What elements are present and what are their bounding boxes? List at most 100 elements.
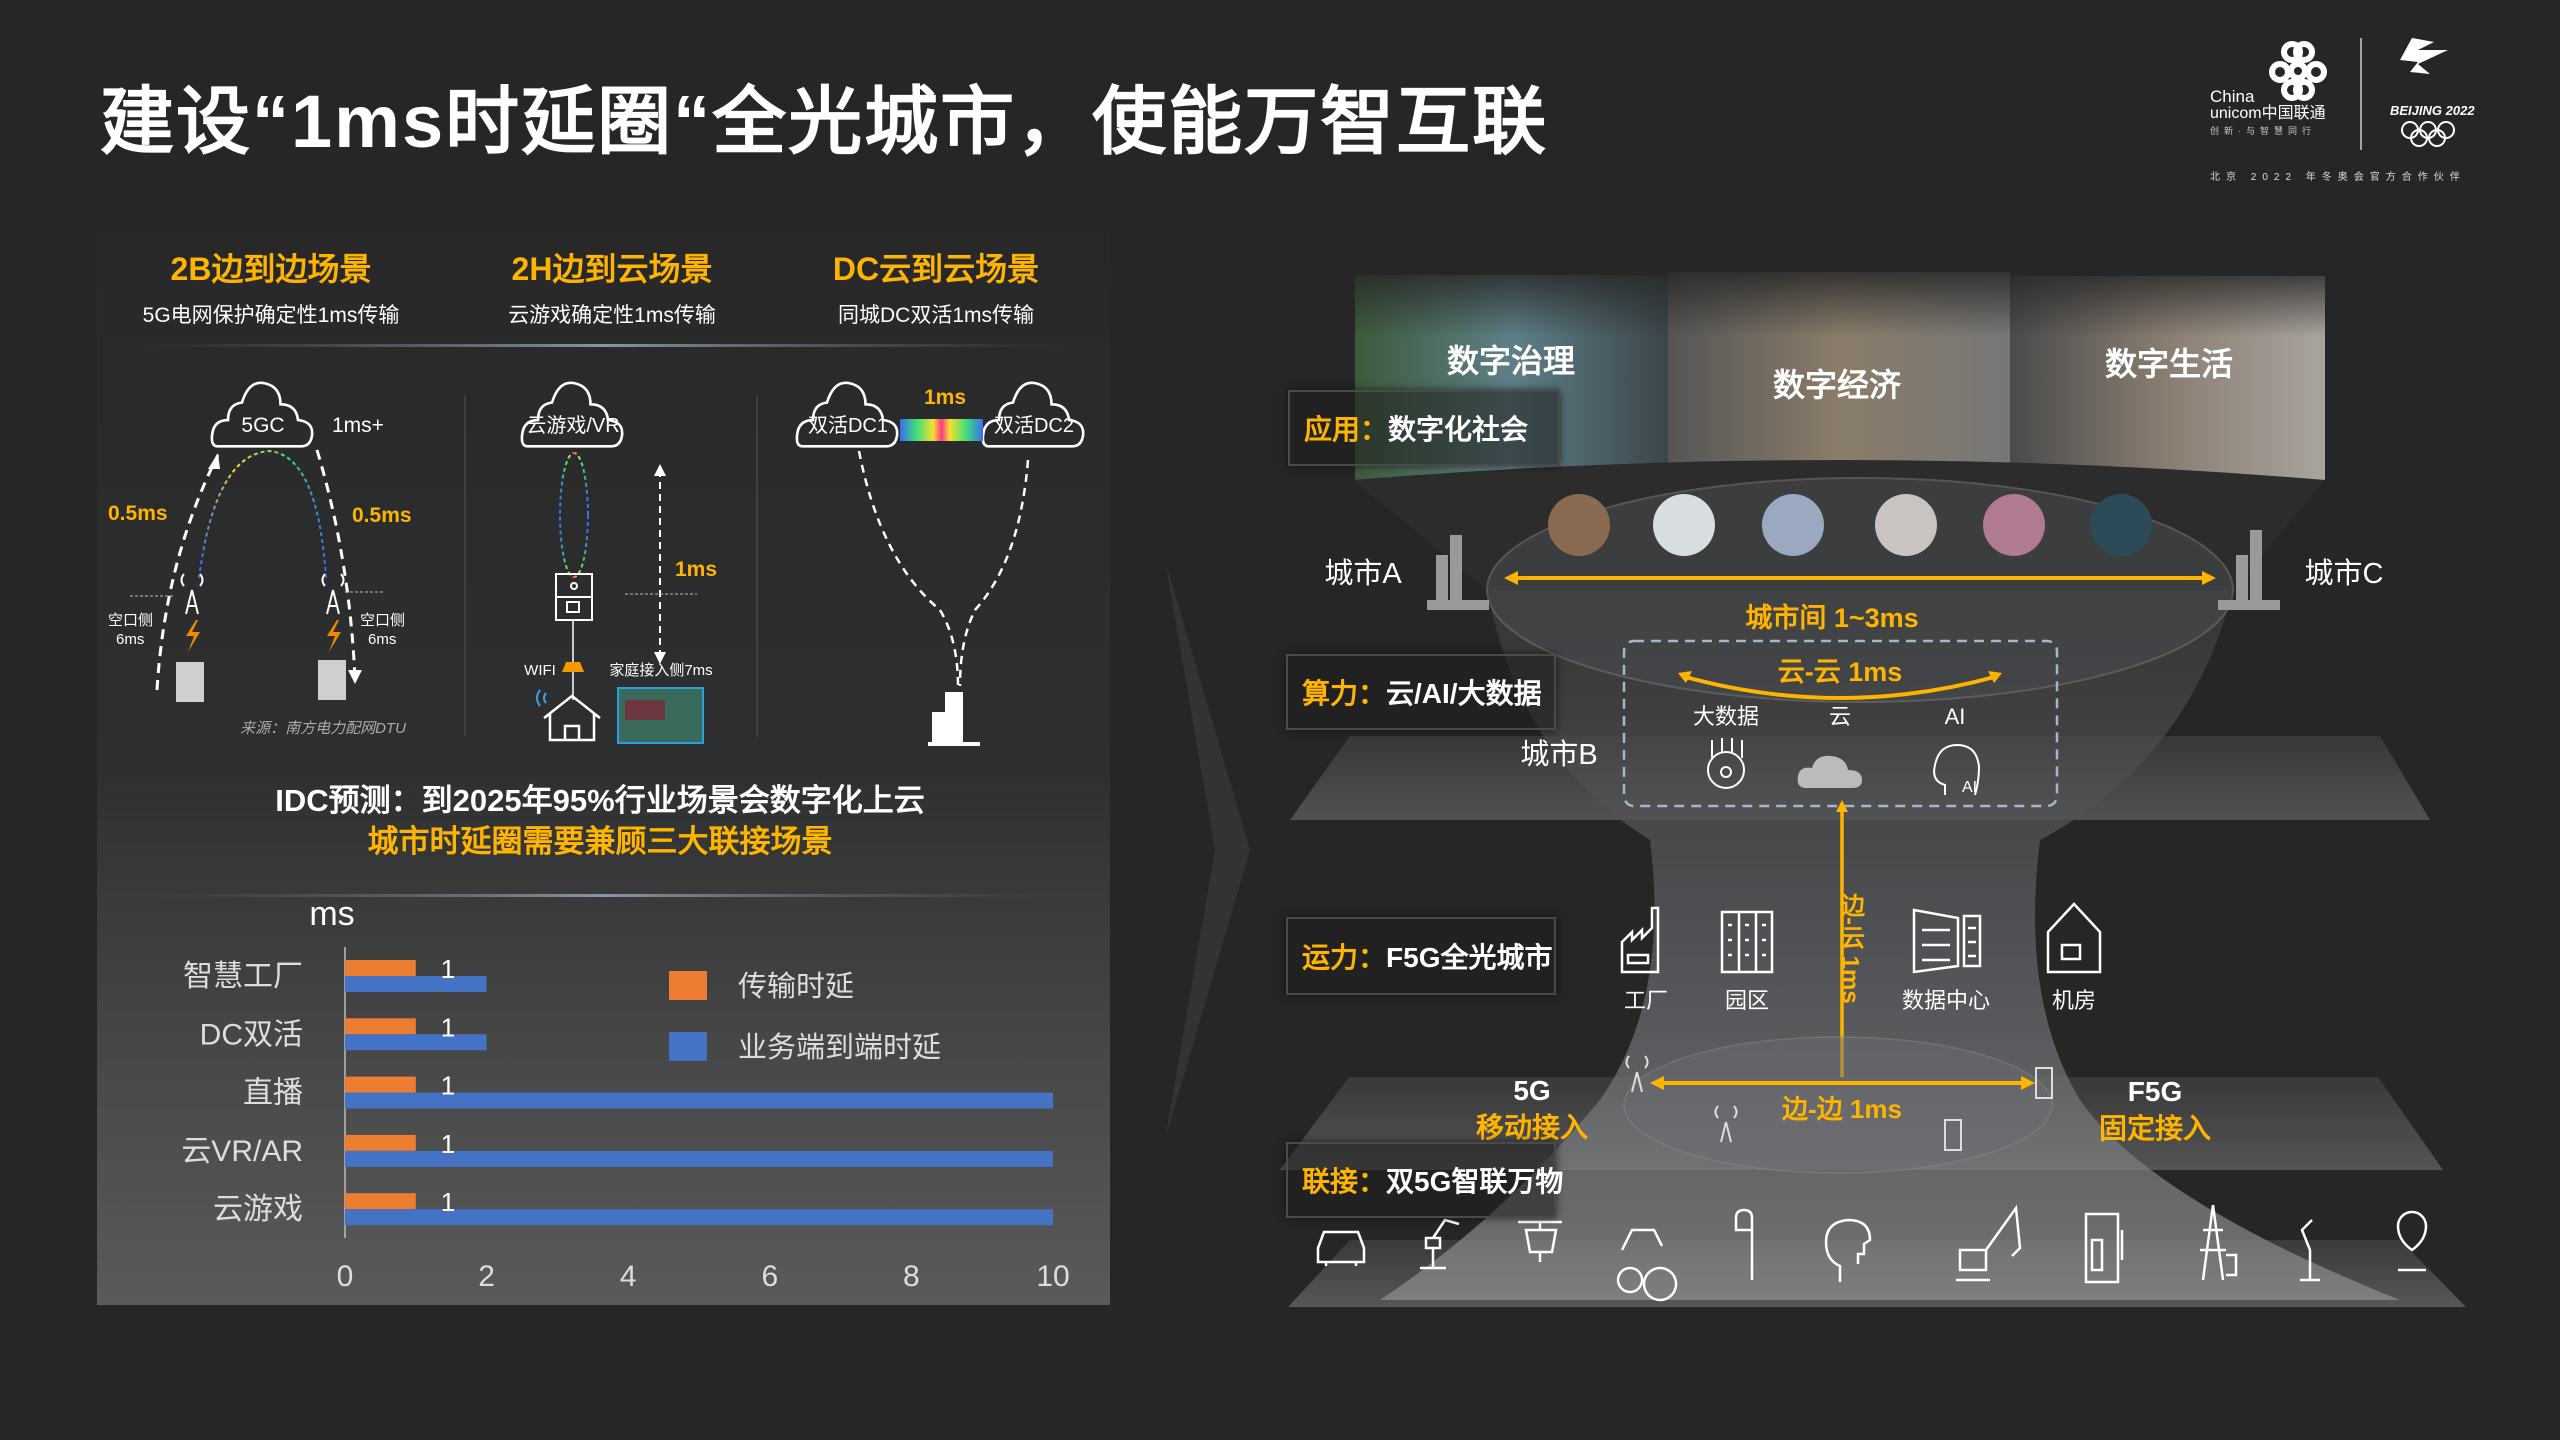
- category-label: 智慧工厂: [183, 960, 303, 993]
- bar-e2e-latency: [345, 1034, 487, 1051]
- edge-edge-latency: 边-边 1ms: [1782, 1094, 1902, 1124]
- scenario-photo: [1875, 494, 1937, 556]
- core-latency: 1ms+: [332, 414, 384, 437]
- cloud-cloud-latency: 云-云 1ms: [1778, 657, 1903, 687]
- scenario-2b-subtitle: 5G电网保护确定性1ms传输: [143, 304, 400, 327]
- location-pin-icon: [2396, 1210, 2428, 1272]
- scenario-photo: [1548, 494, 1610, 556]
- layer-compute: 算力：云/AI/大数据: [1286, 654, 1556, 730]
- x-tick-label: 4: [620, 1260, 637, 1293]
- antenna-icon: [1714, 1105, 1738, 1143]
- car-icon: [1316, 1230, 1366, 1266]
- big-data-icon: [1707, 738, 1745, 789]
- wifi-label: WIFI: [524, 662, 556, 679]
- scenario-dc-subtitle: 同城DC双活1ms传输: [838, 304, 1034, 327]
- page-title: 建设“1ms时延圈“全光城市，使能万智互联: [100, 80, 1549, 163]
- compute-zone: [1622, 639, 2059, 808]
- layer-application: 应用：数字化社会: [1288, 390, 1560, 466]
- wifi-signal-icon: [536, 689, 547, 707]
- park-buildings-icon: [1720, 910, 1774, 974]
- x-tick-label: 8: [903, 1260, 920, 1293]
- smart-streetlight-icon: [1734, 1208, 1754, 1280]
- category-label: 云VR/AR: [181, 1135, 303, 1168]
- brand-slogan: 创新·与智慧同行: [2210, 125, 2316, 136]
- antenna-icon: [1625, 1055, 1649, 1093]
- scenario-2h-title: 2H边到云场景: [512, 251, 713, 287]
- idc-conclusion: 城市时延圈需要兼顾三大联接场景: [368, 824, 833, 859]
- layer-key: 联接：: [1302, 1166, 1387, 1197]
- svg-text:AI: AI: [1962, 779, 1977, 796]
- scenario-2h-subtitle: 云游戏确定性1ms传输: [508, 304, 716, 327]
- x-tick-label: 0: [337, 1260, 354, 1293]
- scenario-2b-title: 2B边到边场景: [171, 251, 372, 287]
- city-c: 城市C: [2305, 557, 2384, 590]
- factory-icon: [1620, 906, 1660, 974]
- category-label: 云游戏: [213, 1193, 303, 1226]
- y-axis-unit: ms: [309, 895, 354, 933]
- x-tick-label: 2: [478, 1260, 495, 1293]
- bar-e2e-latency: [345, 1092, 1053, 1109]
- layer-value: 数字化社会: [1388, 414, 1529, 445]
- bar-e2e-latency: [345, 976, 487, 992]
- agricultural-vehicle-icon: [1616, 1228, 1678, 1302]
- mobile-5g: 5G: [1513, 1075, 1550, 1106]
- ai-head-icon: [1933, 743, 1981, 796]
- site-datacenter: 数据中心: [1902, 988, 1990, 1013]
- data-label: 1: [441, 1187, 455, 1217]
- city-skyline-icon: [1427, 530, 2280, 610]
- layer-key: 算力：: [1302, 678, 1387, 709]
- header-divider: [125, 344, 1080, 347]
- house-icon: [543, 694, 601, 742]
- compute-ai: AI: [1945, 704, 1966, 729]
- bar-transmission-latency: [345, 1076, 416, 1093]
- air-side-left: 空口侧: [108, 612, 153, 629]
- cloud-5gc-label: 5GC: [241, 414, 284, 437]
- machine-room-icon: [2046, 902, 2102, 974]
- home-access-latency: 家庭接入侧7ms: [609, 662, 712, 679]
- scenario-photo: [1983, 494, 2045, 556]
- legend-label: 业务端到端时延: [738, 1031, 941, 1064]
- legend-label: 传输时延: [738, 970, 854, 1003]
- excavator-icon: [1956, 1204, 2022, 1282]
- cloud-game-label: 云游戏/VR: [526, 414, 619, 437]
- building-icon: [928, 692, 980, 746]
- scenario-photo: [2090, 494, 2152, 556]
- bar-transmission-latency: [345, 1018, 416, 1035]
- inter-city-latency: 城市间 1~3ms: [1745, 602, 1918, 633]
- lightning-icon: [327, 620, 341, 652]
- layer-transport: 运力：F5G全光城市: [1286, 917, 1556, 995]
- games-name: BEIJING 2022: [2390, 103, 2475, 118]
- category-label: 直播: [243, 1077, 303, 1110]
- cloud-icon: [1797, 755, 1862, 788]
- layer-value: 云/AI/大数据: [1386, 678, 1542, 709]
- bar-e2e-latency: [345, 1209, 1053, 1226]
- site-park: 园区: [1725, 988, 1769, 1013]
- data-label: 1: [441, 1129, 455, 1159]
- air-latency-right: 6ms: [368, 631, 396, 648]
- partner-logo: China unicom中国联通 创新·与智慧同行 BEIJING 2022 北…: [2210, 38, 2475, 183]
- bar-transmission-latency: [345, 1134, 416, 1151]
- left-diagrams: 2B边到边场景 5G电网保护确定性1ms传输 2H边到云场景 云游戏确定性1ms…: [108, 251, 1085, 1293]
- optical-terminal-icon: [1944, 1119, 1962, 1151]
- site-factory: 工厂: [1624, 988, 1668, 1013]
- city-a: 城市A: [1324, 557, 1402, 590]
- data-label: 1: [441, 1071, 455, 1101]
- beijing-2022-emblem-icon: [2400, 38, 2448, 74]
- app-governance: 数字治理: [1447, 343, 1575, 379]
- air-side-right: 空口侧: [360, 612, 405, 629]
- site-machine-room: 机房: [2052, 988, 2096, 1013]
- legend-swatch: [669, 1032, 707, 1061]
- scenario-photo: [1762, 494, 1824, 556]
- optical-terminal-icon: [2035, 1067, 2053, 1099]
- compute-bigdata: 大数据: [1693, 704, 1759, 729]
- layer-value: F5G全光城市: [1386, 942, 1553, 973]
- x-tick-label: 6: [761, 1260, 778, 1293]
- bar-transmission-latency: [345, 960, 416, 976]
- dc-latency: 1ms: [924, 386, 966, 409]
- compute-cloud: 云: [1829, 704, 1851, 729]
- olympic-rings-icon: [2401, 121, 2455, 147]
- fixed-f5g: F5G: [2128, 1076, 2182, 1107]
- data-label: 1: [441, 1012, 455, 1042]
